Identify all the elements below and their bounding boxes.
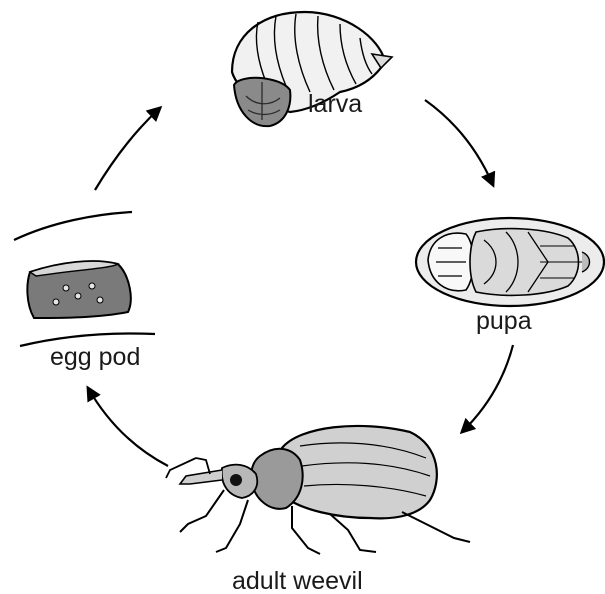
arrow-egg-to-larva (95, 108, 160, 190)
egg-pod-illustration (14, 212, 155, 346)
arrow-pupa-to-adult (462, 345, 513, 432)
arrow-adult-to-egg (88, 388, 168, 466)
larva-label: larva (308, 90, 362, 118)
arrow-larva-to-pupa (425, 100, 493, 185)
adult-weevil-illustration (166, 426, 470, 554)
egg-pod-label: egg pod (50, 343, 140, 371)
soil-line-top (14, 212, 132, 240)
pupa-illustration (416, 218, 604, 306)
adult-weevil-label: adult weevil (232, 567, 363, 594)
pupa-label: pupa (476, 307, 532, 335)
